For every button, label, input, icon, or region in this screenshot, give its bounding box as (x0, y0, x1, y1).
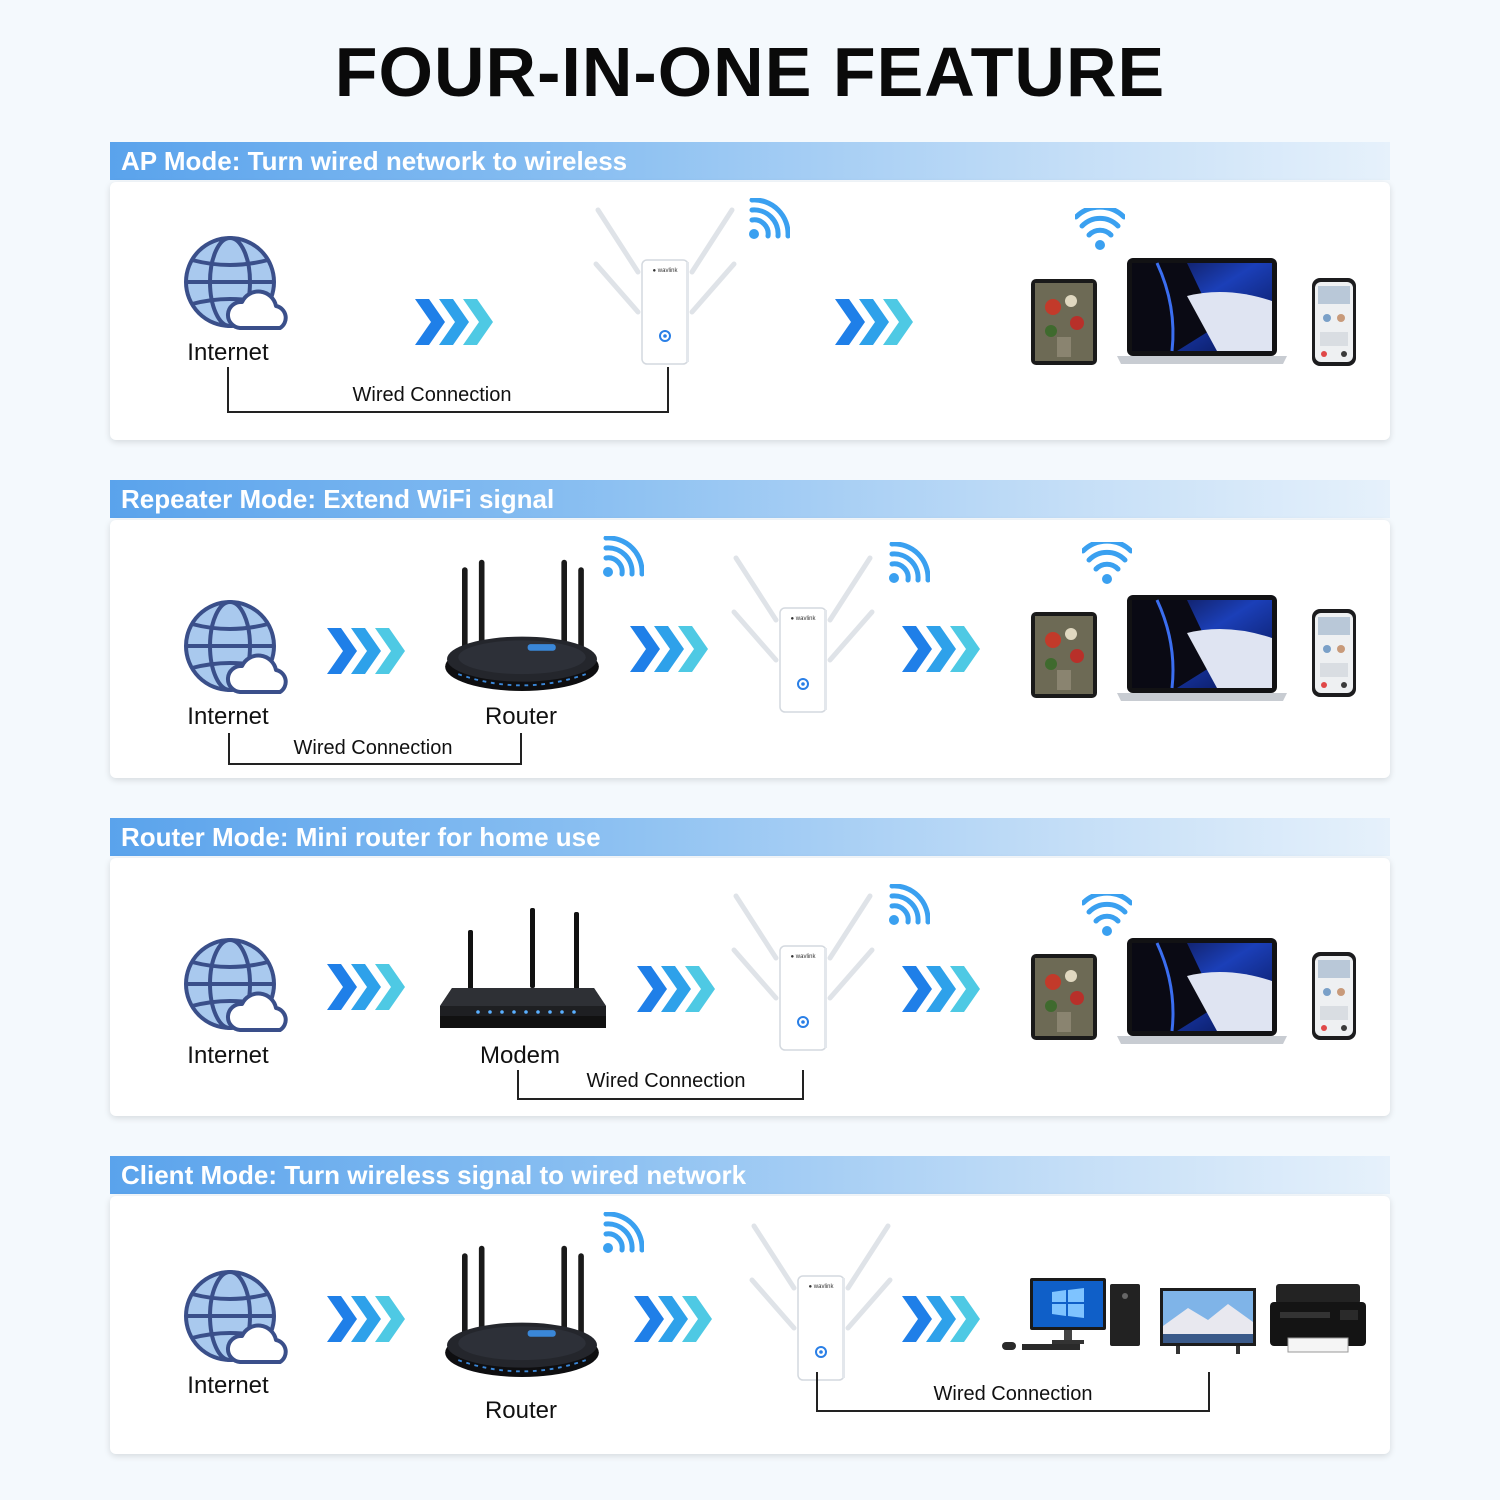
wifi-icon (888, 542, 930, 584)
modem-label: Modem (479, 1042, 561, 1069)
wired-connection-label: Wired Connection (586, 1070, 746, 1092)
wifi-icon (1082, 894, 1132, 936)
tablet-icon (1031, 612, 1097, 698)
wifi-icon (602, 536, 644, 578)
smart-tv-icon (1158, 1286, 1258, 1360)
globe-icon (184, 600, 294, 700)
wifi-icon (602, 1212, 644, 1254)
phone-icon (1312, 609, 1356, 697)
wired-connection-line (228, 733, 522, 765)
chevron-arrows-icon (833, 297, 915, 347)
repeater-mode-panel: Internet Router Wired Connection (110, 520, 1390, 778)
client-mode-header: Client Mode: Turn wireless signal to wir… (110, 1156, 1390, 1194)
chevron-arrows-icon (900, 624, 982, 674)
printer-icon (1270, 1282, 1366, 1358)
laptop-icon (1117, 256, 1297, 366)
wavlink-extender (728, 550, 878, 720)
router-mode-header: Router Mode: Mini router for home use (110, 818, 1390, 856)
chevron-arrows-icon (413, 297, 495, 347)
router-mode-heading: Router Mode: Mini router for home use (121, 822, 601, 852)
ap-mode-header: AP Mode: Turn wired network to wireless (110, 142, 1390, 180)
chevron-arrows-icon (325, 962, 407, 1012)
globe-icon (184, 236, 294, 336)
chevron-arrows-icon (900, 1294, 982, 1344)
chevron-arrows-icon (325, 1294, 407, 1344)
wavlink-extender (728, 888, 878, 1058)
repeater-mode-header: Repeater Mode: Extend WiFi signal (110, 480, 1390, 518)
chevron-arrows-icon (325, 626, 407, 676)
chevron-arrows-icon (635, 964, 717, 1014)
chevron-arrows-icon (900, 964, 982, 1014)
page-title: FOUR-IN-ONE FEATURE (334, 33, 1166, 111)
globe-icon (184, 1270, 294, 1370)
wavlink-extender (590, 202, 740, 372)
desktop-pc-icon (1000, 1274, 1150, 1354)
wired-connection-line (816, 1372, 1210, 1412)
wired-connection-label: Wired Connection (293, 737, 453, 759)
phone-icon (1312, 952, 1356, 1040)
wired-connection-label: Wired Connection (352, 384, 512, 406)
internet-label: Internet (187, 339, 269, 366)
router-icon (432, 556, 612, 706)
laptop-icon (1117, 936, 1297, 1046)
router-mode-panel: Internet Modem Wired Connection (110, 858, 1390, 1116)
repeater-mode-heading: Repeater Mode: Extend WiFi signal (121, 484, 555, 514)
phone-icon (1312, 278, 1356, 366)
wavlink-extender (746, 1218, 896, 1388)
chevron-arrows-icon (628, 624, 710, 674)
client-mode-heading: Client Mode: Turn wireless signal to wir… (121, 1160, 747, 1190)
internet-label: Internet (187, 1042, 269, 1069)
wired-connection-line (517, 1070, 804, 1100)
ap-mode-panel: Internet Wired Connection (110, 182, 1390, 440)
client-mode-panel: Internet Router Wired Connection (110, 1196, 1390, 1454)
router-label: Router (484, 1397, 558, 1424)
wired-connection-line (227, 367, 669, 413)
wifi-icon (888, 884, 930, 926)
router-icon (432, 1242, 612, 1392)
modem-icon (438, 908, 608, 1038)
wifi-icon (1082, 542, 1132, 584)
chevron-arrows-icon (632, 1294, 714, 1344)
wifi-icon (748, 198, 790, 240)
internet-label: Internet (187, 703, 269, 730)
tablet-icon (1031, 954, 1097, 1040)
wifi-icon (1075, 208, 1125, 250)
ap-mode-heading: AP Mode: Turn wired network to wireless (121, 146, 628, 176)
wired-connection-label: Wired Connection (933, 1383, 1093, 1405)
router-label: Router (484, 703, 558, 730)
internet-label: Internet (187, 1372, 269, 1399)
globe-icon (184, 938, 294, 1038)
tablet-icon (1031, 279, 1097, 365)
laptop-icon (1117, 593, 1297, 703)
